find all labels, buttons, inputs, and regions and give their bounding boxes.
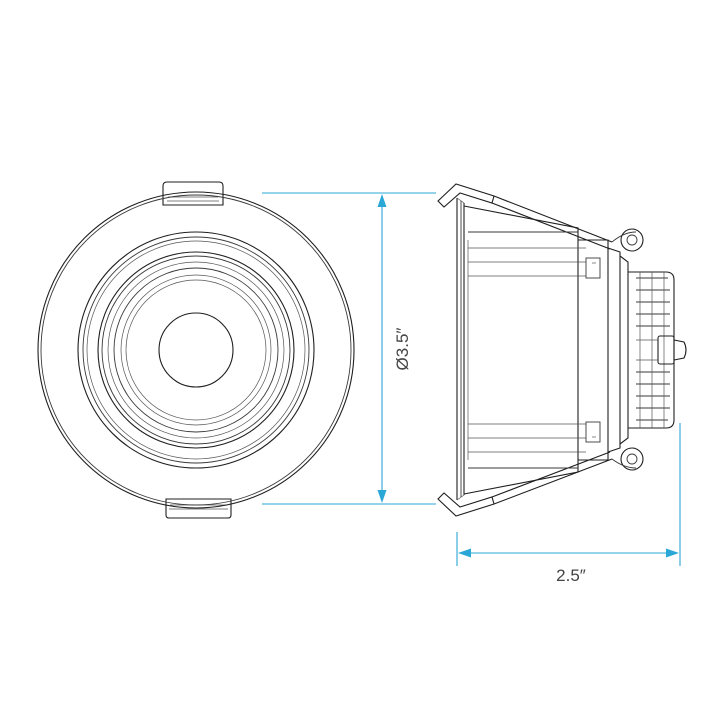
depth-dimension: 2.5″ [456,423,681,585]
side-clip-top [437,183,613,250]
front-view [37,181,355,519]
diameter-dimension: Ø3.5″ [262,192,436,505]
front-clip-top [162,181,224,206]
trim-flange [456,197,465,501]
housing-body [463,205,586,495]
outer-trim-ring [37,191,355,509]
reflector-ring [97,251,295,449]
heat-sink [628,271,687,429]
lens [158,312,234,388]
bezel-ring [77,231,315,469]
gimbal-plate [578,239,629,461]
hinge-bottom [611,447,644,471]
hinge-top [611,228,644,252]
side-view [437,183,687,517]
diameter-label: Ø3.5″ [393,328,412,371]
depth-label: 2.5″ [556,566,586,585]
